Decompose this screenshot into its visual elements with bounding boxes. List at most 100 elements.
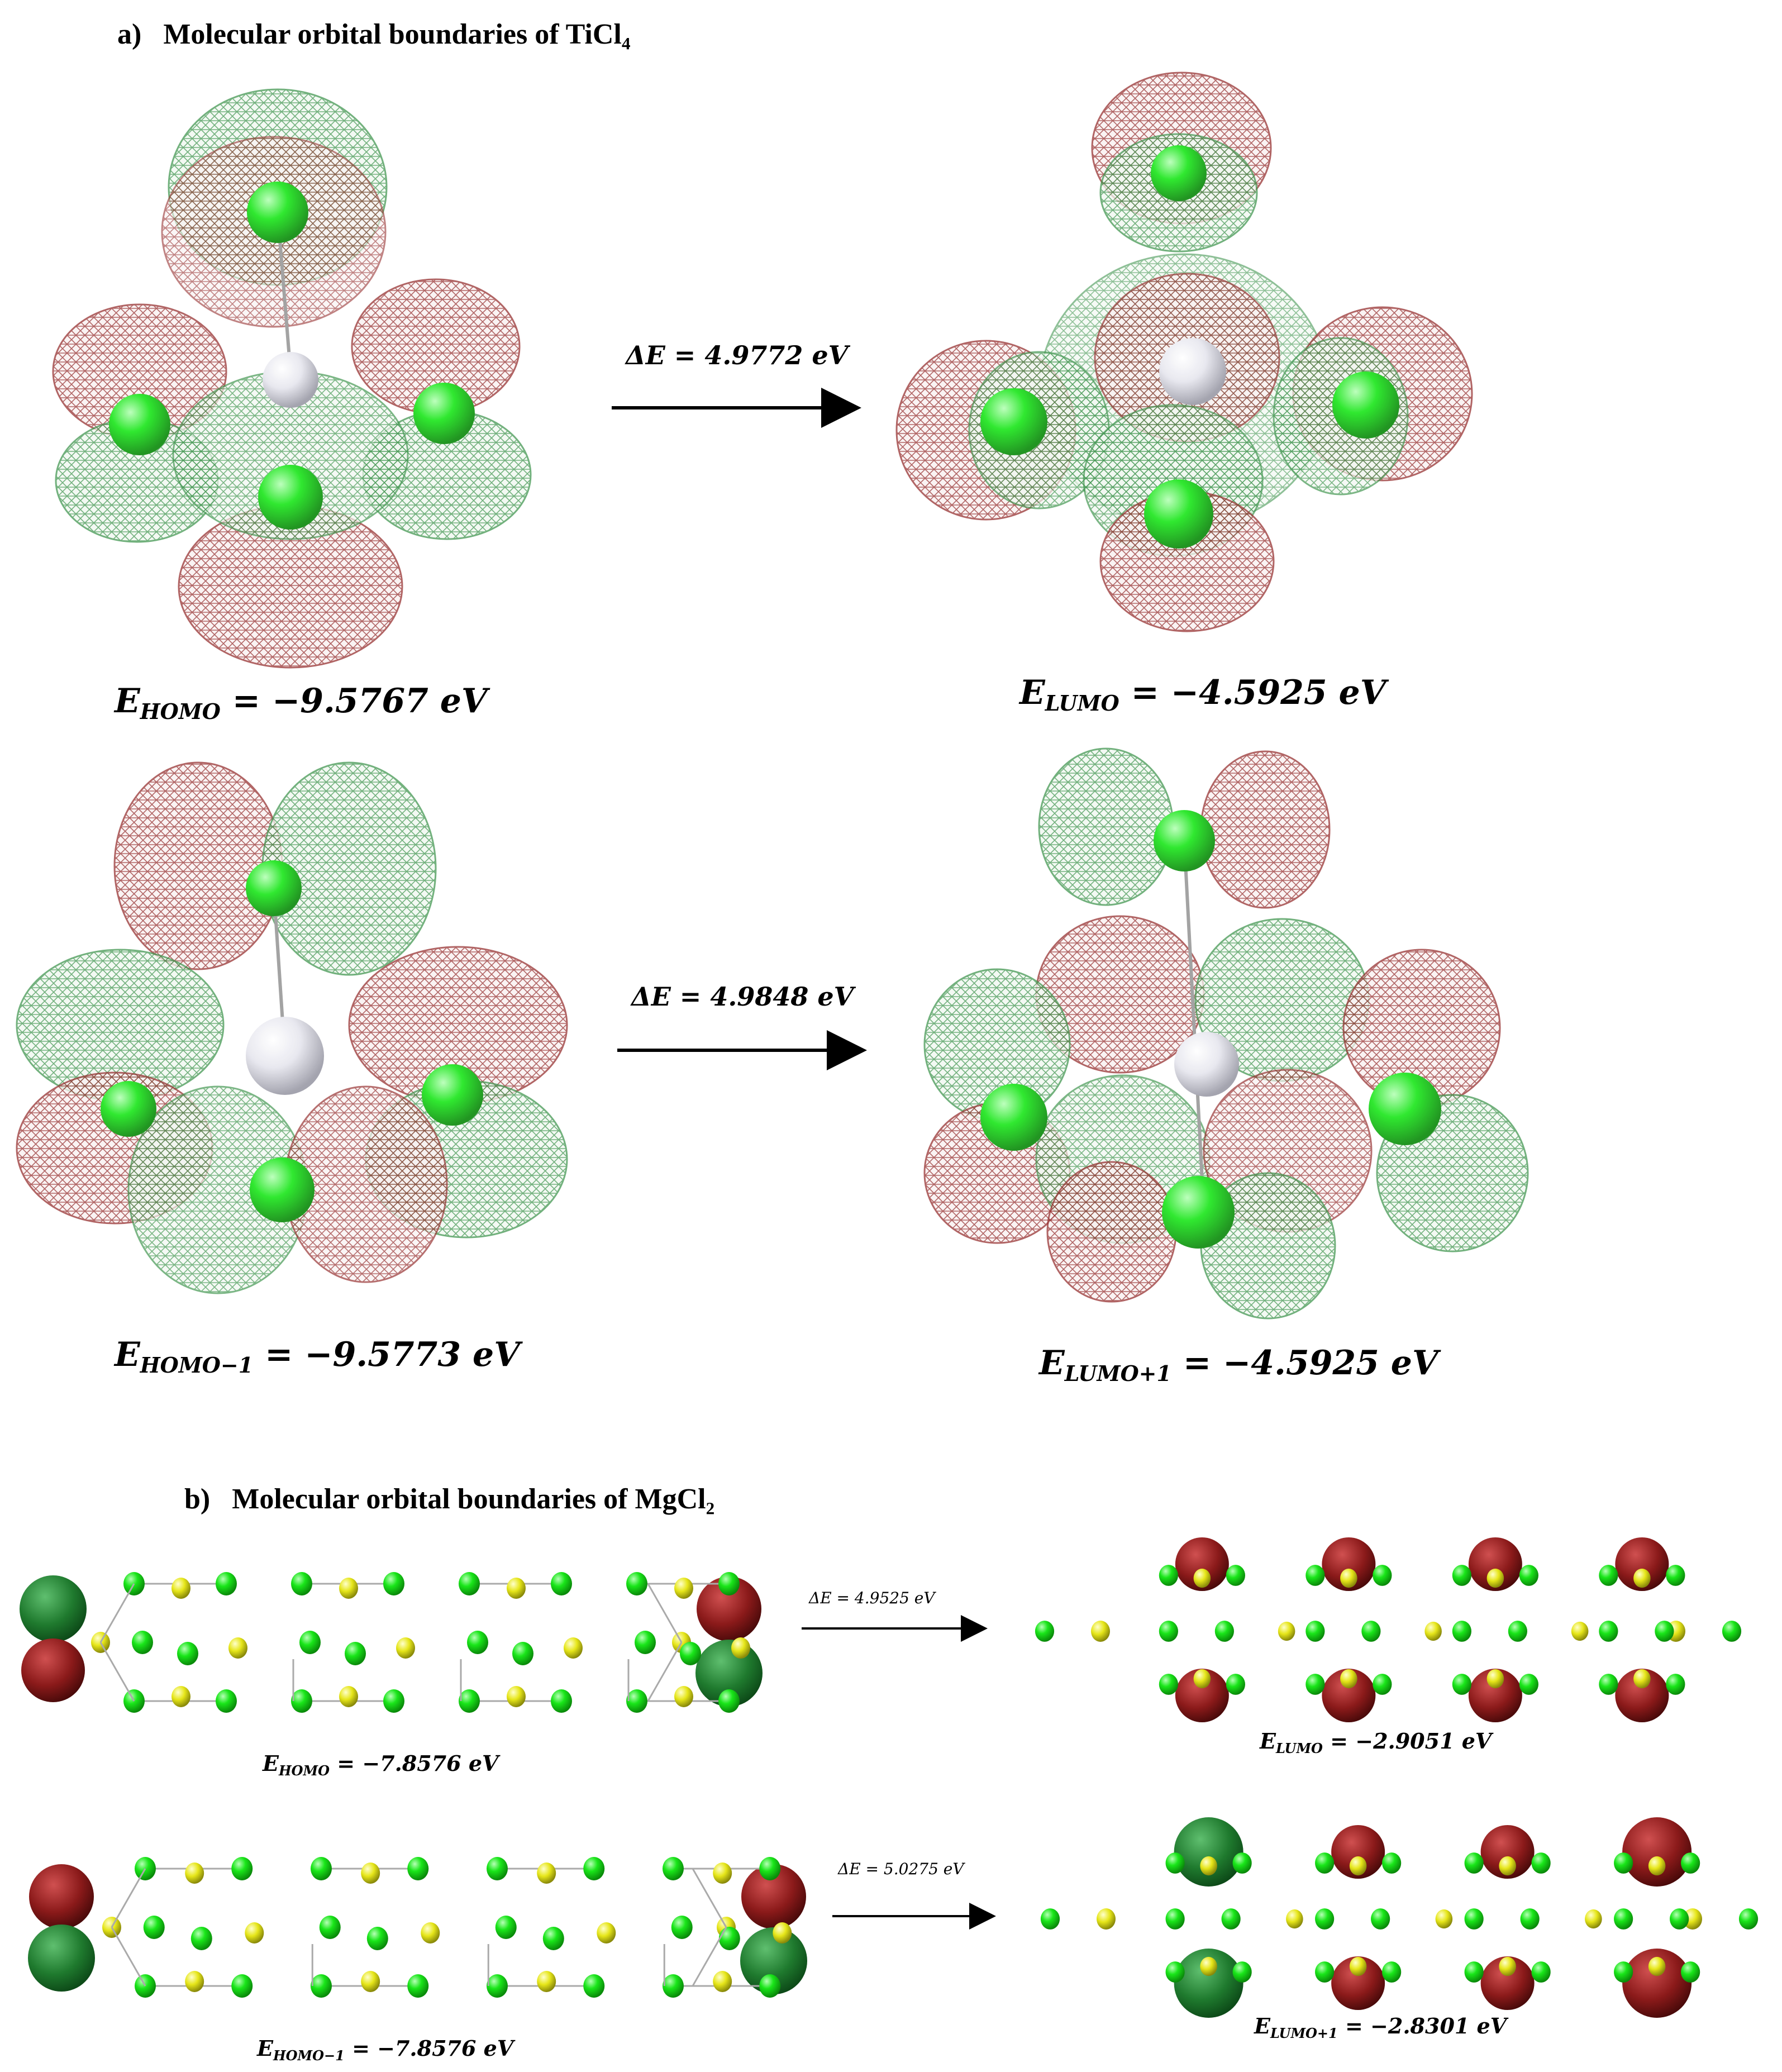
mg-atom [228, 1637, 247, 1659]
lobe-positive [1174, 1949, 1243, 2018]
cl-atom [1305, 1621, 1325, 1642]
cl-atom [190, 1927, 212, 1950]
cl-atom [1305, 1565, 1325, 1586]
cl-atom [759, 1857, 781, 1880]
mg-atom [731, 1637, 750, 1659]
mg-atom [185, 1971, 204, 1992]
tiCl4-lumo-orbital [895, 72, 1473, 632]
lobe-negative [29, 1864, 94, 1929]
lobe-negative [21, 1638, 85, 1702]
cl-atom [1666, 1674, 1685, 1695]
cl-atom [1332, 371, 1399, 439]
cl-atom [216, 1572, 237, 1595]
cl-atom [459, 1689, 480, 1713]
cl-atom [1154, 810, 1215, 871]
mg-atom [1097, 1908, 1116, 1930]
mg-atom [507, 1578, 526, 1599]
gap-label-b2: ΔE = 5.0275 eV [837, 1860, 965, 1878]
mg-atom [1200, 1956, 1217, 1976]
cl-atom [1165, 1908, 1185, 1930]
cl-atom [487, 1974, 508, 1998]
lobe-negative [1200, 750, 1331, 909]
cl-atom [246, 860, 302, 916]
ti-atom [263, 352, 318, 408]
cl-atom [671, 1916, 693, 1939]
cl-atom [487, 1857, 508, 1880]
cl-atom [101, 1081, 156, 1137]
cl-atom [459, 1572, 480, 1595]
lobe-negative [1331, 1956, 1385, 2010]
cl-atom [132, 1631, 153, 1654]
cl-atom [1520, 1908, 1540, 1930]
cl-atom [1144, 479, 1213, 549]
cl-atom [311, 1974, 332, 1998]
cl-atom [1464, 1908, 1484, 1930]
cl-atom [1614, 1852, 1633, 1874]
lobe-negative [1480, 1956, 1535, 2010]
cl-atom [1315, 1908, 1335, 1930]
cl-atom [980, 1084, 1047, 1151]
mg-atom [1633, 1669, 1651, 1689]
cl-atom [718, 1572, 740, 1595]
cl-atom [1464, 1852, 1484, 1874]
cl-atom [422, 1064, 483, 1126]
lobe-negative [1480, 1825, 1535, 1879]
cl-atom [1452, 1621, 1471, 1642]
cl-atom [583, 1974, 605, 1998]
cl-atom [299, 1631, 321, 1654]
lobe-negative [1175, 1537, 1229, 1591]
cl-atom [1738, 1908, 1759, 1930]
mg-atom [1585, 1909, 1602, 1929]
cl-atom [1452, 1674, 1471, 1695]
label-homo-1-mgCl2: EHOMO−1 = −7.8576 eV [256, 2036, 516, 2064]
panel-b-title: b) Molecular orbital boundaries of MgCl₂ [184, 1483, 714, 1515]
ti-atom [1159, 338, 1226, 405]
mg-atom [185, 1863, 204, 1884]
lobe-negative [1468, 1669, 1522, 1722]
mgCl2-lumo-orbital [1035, 1537, 1742, 1722]
mgCl2-homo-1-orbital [28, 1857, 807, 1998]
lobe-negative [1331, 1825, 1385, 1879]
mg-atom [339, 1686, 358, 1707]
cl-atom [1214, 1621, 1234, 1642]
mg-atom [245, 1922, 264, 1944]
ti-atom [246, 1017, 324, 1095]
mgCl2-homo-orbital [20, 1572, 763, 1713]
mgCl2-lumo+1-orbital [1040, 1817, 1759, 2018]
mg-atom [564, 1637, 583, 1659]
cl-atom [1681, 1961, 1700, 1983]
cl-atom [231, 1974, 253, 1998]
tiCl4-lumo+1-orbital [923, 747, 1529, 1320]
cl-atom [1373, 1674, 1392, 1695]
mg-atom [1193, 1568, 1211, 1588]
mg-atom [1571, 1621, 1589, 1641]
cl-atom [680, 1642, 701, 1665]
cl-atom [1361, 1621, 1381, 1642]
cl-atom [1614, 1908, 1633, 1930]
cl-atom [1369, 1073, 1441, 1145]
label-lumo+1-mgCl2: ELUMO+1 = −2.8301 eV [1254, 2013, 1509, 2041]
cl-atom [1226, 1565, 1245, 1586]
lobe-negative [1322, 1669, 1376, 1722]
mg-atom [171, 1578, 190, 1599]
mg-atom [1648, 1956, 1666, 1976]
mg-atom [1499, 1956, 1516, 1976]
mg-atom [171, 1686, 190, 1707]
cl-atom [495, 1916, 517, 1939]
mg-atom [713, 1971, 732, 1992]
mg-atom [1499, 1856, 1516, 1876]
label-lumo-mgCl2: ELUMO = −2.9051 eV [1259, 1728, 1494, 1756]
mg-atom [674, 1578, 693, 1599]
lobe-positive [20, 1575, 87, 1642]
lobe-negative [697, 1576, 761, 1641]
cl-atom [759, 1974, 781, 1998]
mg-atom [421, 1922, 440, 1944]
lobe-positive [1174, 1817, 1243, 1887]
cl-atom [1315, 1961, 1335, 1983]
cl-atom [512, 1642, 533, 1665]
cl-atom [177, 1642, 198, 1665]
mg-atom [1278, 1621, 1295, 1641]
cl-atom [542, 1927, 564, 1950]
mg-atom [1486, 1669, 1504, 1689]
